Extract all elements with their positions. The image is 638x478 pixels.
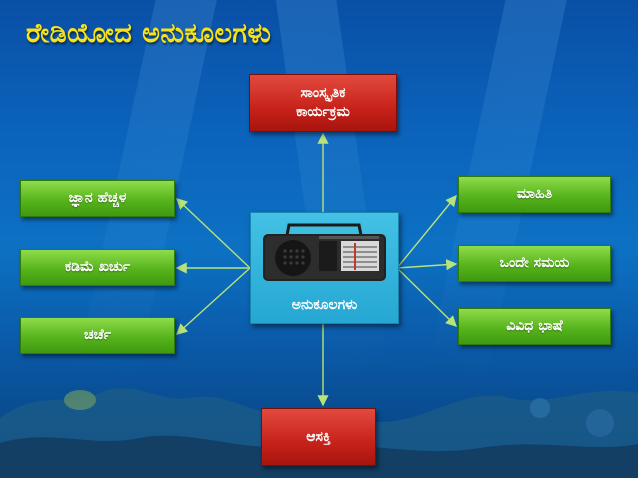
- node-cultural-programs-line2: ಕಾರ್ಯಕ್ರಮ: [296, 104, 350, 120]
- node-label: ಒಂದೇ ಸಮಯ: [499, 255, 570, 272]
- node-discussion: ಚರ್ಚೆ: [20, 317, 175, 354]
- node-low-cost: ಕಡಿಮೆ ಖರ್ಚು: [20, 249, 175, 286]
- radio-icon: [263, 223, 386, 281]
- node-label: ಜ್ಞಾನ ಹೆಚ್ಚಳ: [68, 190, 127, 207]
- node-various-languages: ವಿವಿಧ ಭಾಷೆ: [458, 308, 611, 345]
- node-label: ವಿವಿಧ ಭಾಷೆ: [506, 318, 563, 335]
- node-cultural-programs: ಸಾಂಸ್ಕೃತಿಕ ಕಾರ್ಯಕ್ರಮ: [249, 74, 397, 132]
- node-label: ಕಡಿಮೆ ಖರ್ಚು: [64, 259, 131, 276]
- center-node-advantages: ಅನುಕೂಲಗಳು: [250, 212, 399, 324]
- node-label: ಮಾಹಿತಿ: [516, 186, 553, 203]
- center-node-label: ಅನುಕೂಲಗಳು: [291, 297, 358, 313]
- node-knowledge-increase: ಜ್ಞಾನ ಹೆಚ್ಚಳ: [20, 180, 175, 217]
- node-label: ಚರ್ಚೆ: [84, 327, 111, 344]
- node-information: ಮಾಹಿತಿ: [458, 176, 611, 213]
- node-interest-label: ಆಸಕ್ತಿ: [306, 428, 331, 445]
- node-same-time: ಒಂದೇ ಸಮಯ: [458, 245, 611, 282]
- node-cultural-programs-line1: ಸಾಂಸ್ಕೃತಿಕ: [300, 85, 346, 102]
- page-title: ರೇಡಿಯೋದ ಅನುಕೂಲಗಳು: [26, 18, 272, 49]
- node-interest: ಆಸಕ್ತಿ: [261, 408, 376, 466]
